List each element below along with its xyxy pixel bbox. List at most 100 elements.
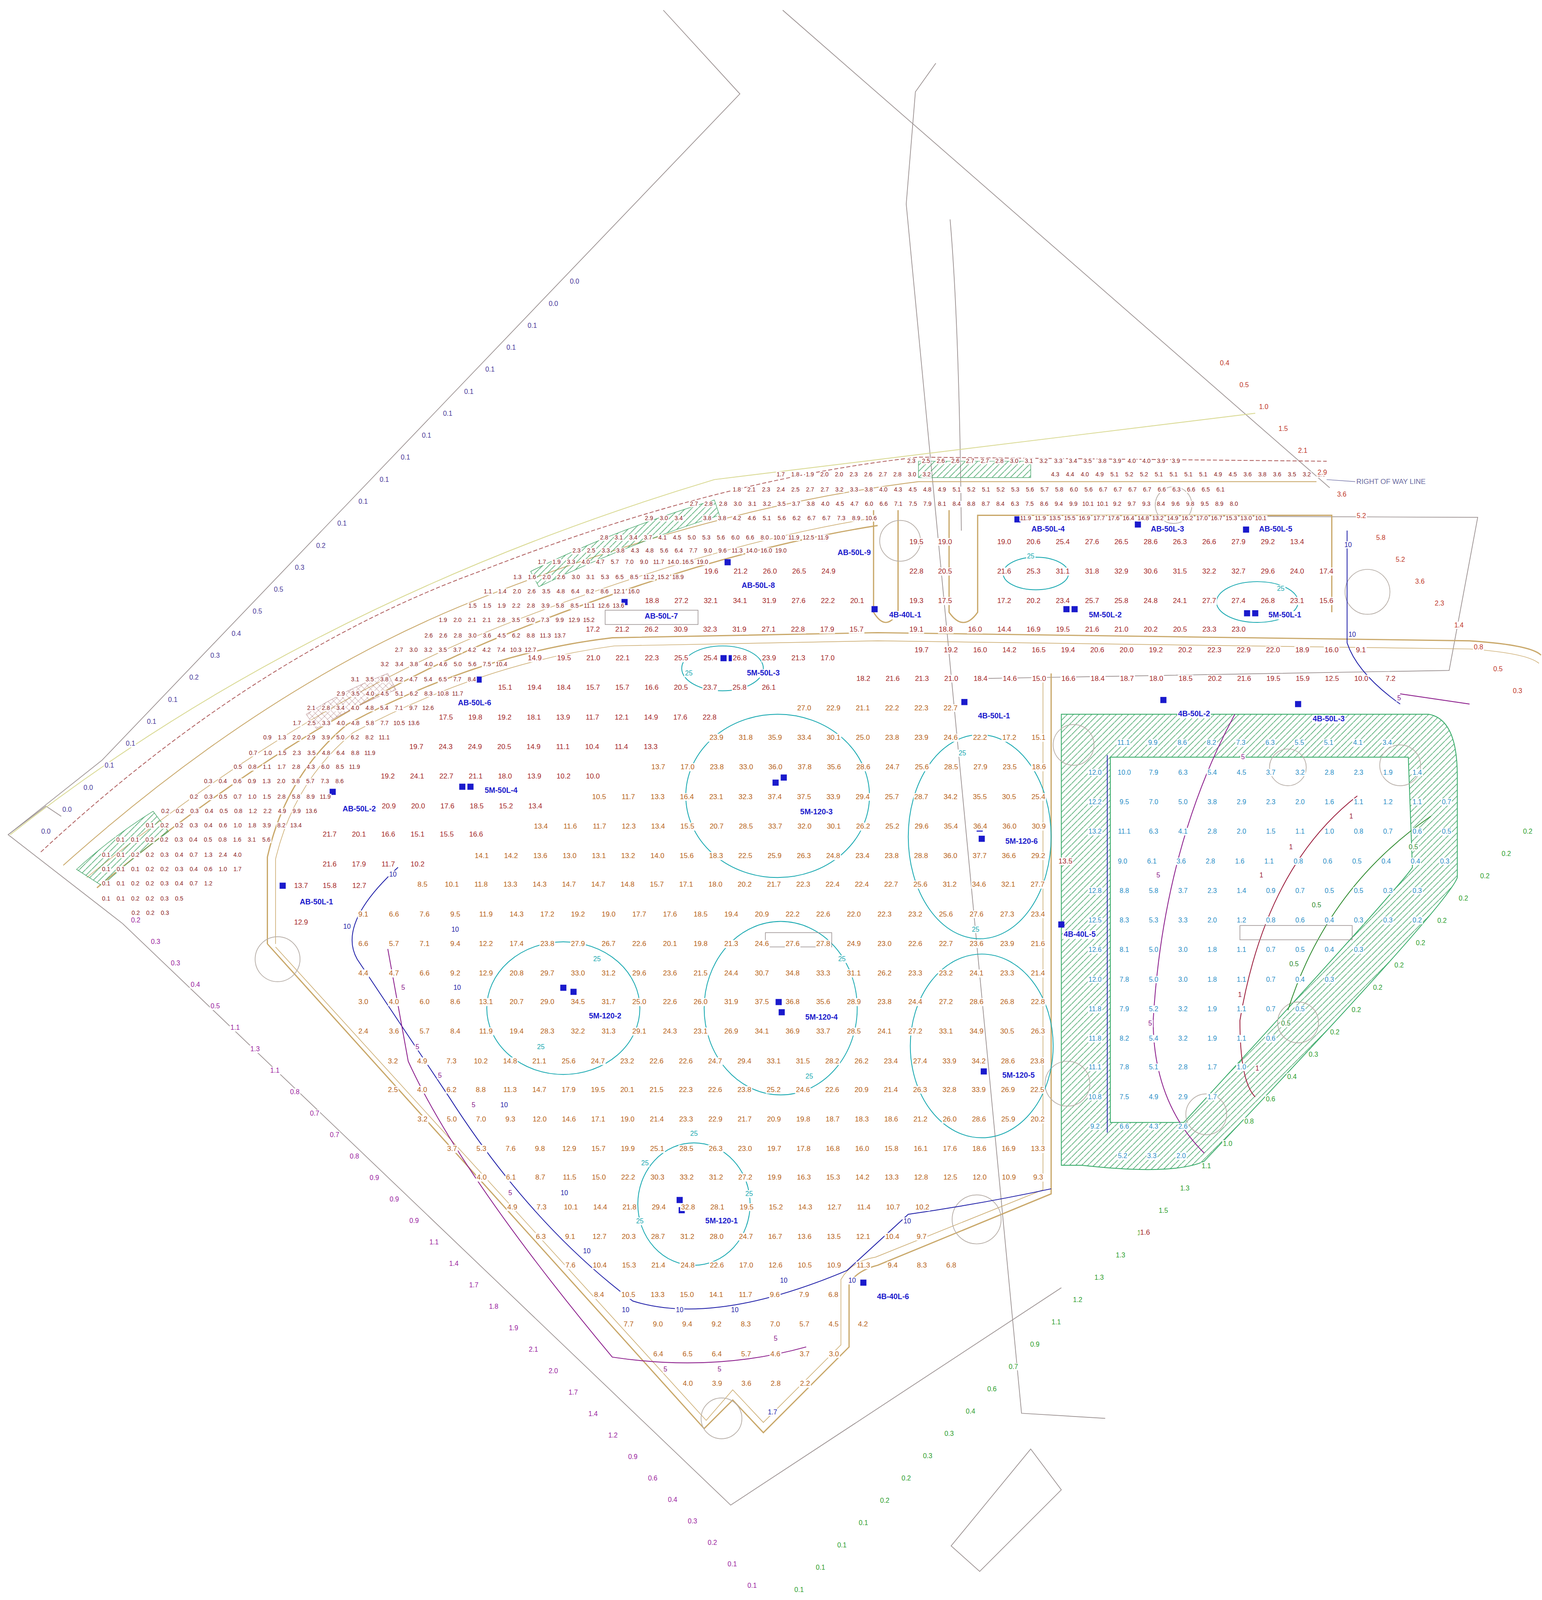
isoline-5 [387, 693, 1470, 1363]
illuminance-value: 11.6 [562, 822, 578, 831]
contour-label: 25 [635, 1217, 645, 1226]
illuminance-value: 16.4 [1122, 514, 1136, 522]
property-line [950, 219, 962, 531]
boundary-value: 0.2 [1329, 1028, 1341, 1036]
illuminance-value: 0.7 [1294, 886, 1306, 895]
illuminance-value: 6.3 [1010, 500, 1020, 507]
contour-label: 5 [662, 1365, 669, 1373]
illuminance-value: 15.3 [621, 1260, 637, 1269]
boundary-value: 0.3 [922, 1451, 934, 1460]
illuminance-value: 29.1 [631, 1027, 648, 1036]
illuminance-value: 1.6 [1234, 857, 1245, 866]
illuminance-value: 30.5 [1001, 792, 1017, 801]
illuminance-value: 9.8 [1185, 500, 1195, 507]
illuminance-value: 28.6 [1142, 537, 1159, 546]
illuminance-value: 3.1 [747, 500, 757, 507]
illuminance-value: 5.4 [379, 704, 389, 712]
illuminance-value: 0.6 [1411, 827, 1423, 836]
illuminance-value: 17.0 [1195, 514, 1209, 522]
illuminance-value: 6.3 [1264, 738, 1276, 747]
illuminance-value: 5.2 [1148, 1005, 1160, 1013]
illuminance-value: 10.8 [436, 690, 450, 697]
illuminance-value: 3.7 [790, 500, 801, 507]
illuminance-value: 2.1 [746, 486, 757, 493]
illuminance-value: 3.2 [834, 486, 844, 493]
illuminance-value: 23.8 [883, 851, 900, 860]
illuminance-value: 5.4 [423, 676, 433, 683]
illuminance-value: 22.7 [438, 772, 454, 781]
contour-label: 5 [716, 1365, 723, 1373]
illuminance-value: 2.7 [965, 457, 975, 465]
illuminance-value: 23.0 [876, 939, 893, 948]
luminaire-symbol [560, 984, 567, 991]
illuminance-value: 10.2 [914, 1202, 931, 1211]
illuminance-value: 1.1 [1411, 798, 1423, 806]
illuminance-value: 31.3 [600, 1027, 617, 1036]
contour-label: 10 [674, 1306, 685, 1314]
illuminance-value: 29.4 [650, 1202, 667, 1211]
illuminance-value: 19.0 [619, 1115, 636, 1124]
boundary-value: 0.1 [836, 1541, 848, 1549]
illuminance-value: 5.2 [1124, 471, 1134, 478]
contour-label: 10 [388, 870, 398, 879]
illuminance-value: 27.7 [1029, 880, 1046, 889]
illuminance-value: 0.1 [115, 880, 126, 887]
illuminance-value: 11.7 [451, 690, 464, 697]
illuminance-value: 24.6 [753, 939, 770, 948]
luminaire-symbol [871, 605, 878, 613]
illuminance-value: 14.9 [1165, 514, 1179, 522]
parking-curb [275, 640, 1540, 944]
isoline-25 [486, 941, 640, 1075]
illuminance-value: 31.5 [1172, 567, 1188, 576]
isoline-25 [908, 734, 1052, 939]
illuminance-value: 13.1 [477, 997, 494, 1006]
illuminance-value: 16.2 [1180, 514, 1194, 522]
illuminance-value: 15.9 [1295, 674, 1311, 683]
illuminance-value: 18.3 [708, 851, 724, 860]
illuminance-value: 24.4 [907, 997, 924, 1006]
boundary-value: 0.4 [189, 980, 201, 989]
illuminance-value: 20.7 [708, 822, 725, 831]
illuminance-value: 1.2 [1382, 798, 1394, 806]
illuminance-value: 13.2 [1151, 514, 1165, 522]
illuminance-value: 34.1 [732, 597, 748, 606]
illuminance-value: 19.5 [1265, 674, 1282, 683]
illuminance-value: 0.5 [217, 793, 228, 800]
illuminance-value: 3.3 [600, 547, 611, 555]
illuminance-value: 5.1 [981, 486, 991, 493]
illuminance-value: 4.3 [1050, 471, 1060, 478]
illuminance-value: 2.7 [394, 646, 404, 653]
illuminance-value: 1.8 [731, 486, 742, 493]
illuminance-value: 13.4 [527, 801, 544, 810]
fixture-tag: 5M-120-6 [1004, 837, 1039, 846]
illuminance-value: 26.8 [1260, 597, 1276, 606]
illuminance-value: 14.0 [745, 547, 759, 555]
illuminance-value: 8.2 [276, 822, 287, 829]
boundary-value: 0.5 [252, 607, 263, 616]
illuminance-value: 15.1 [409, 830, 426, 839]
illuminance-value: 30.1 [825, 733, 842, 742]
illuminance-value: 20.2 [1177, 645, 1193, 654]
illuminance-value: 23.9 [999, 939, 1015, 948]
illuminance-value: 10.5 [392, 719, 406, 727]
illuminance-value: 14.6 [561, 1115, 577, 1124]
illuminance-value: 27.2 [938, 997, 954, 1006]
illuminance-value: 23.1 [1289, 597, 1305, 606]
illuminance-value: 28.6 [971, 1115, 987, 1124]
boundary-value: 0.5 [209, 1002, 221, 1010]
luminaire-symbol [724, 559, 731, 566]
illuminance-value: 21.1 [854, 703, 871, 712]
contour-label: 1 [1254, 1064, 1261, 1073]
illuminance-value: 23.2 [619, 1056, 635, 1065]
illuminance-value: 15.0 [591, 1173, 607, 1182]
illuminance-value: 2.1 [481, 616, 492, 624]
illuminance-value: 27.6 [1084, 537, 1100, 546]
illuminance-value: 29.6 [631, 969, 648, 978]
illuminance-value: 9.4 [1053, 500, 1064, 507]
illuminance-value: 2.8 [994, 457, 1005, 465]
illuminance-value: 6.0 [418, 997, 431, 1006]
fixture-tag: AB-50L-5 [1258, 525, 1293, 534]
illuminance-value: 5.1 [761, 514, 772, 522]
fixture-tag: AB-50L-8 [740, 581, 776, 590]
illuminance-value: 21.6 [996, 567, 1012, 576]
